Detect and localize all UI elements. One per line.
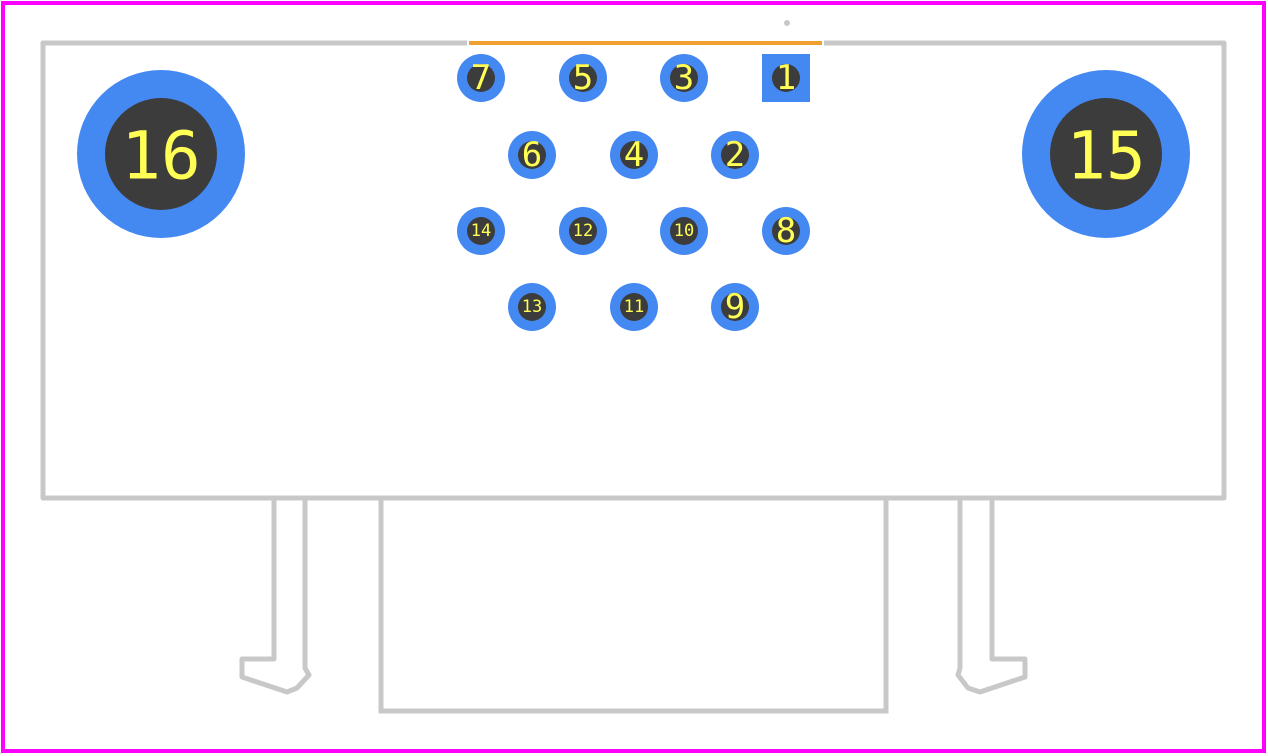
pad-7-label: 7 [471, 58, 491, 98]
pad-group: 1 3 5 7 2 4 [77, 54, 1190, 331]
pad-10-label: 10 [674, 221, 694, 241]
pad-9[interactable]: 9 [711, 283, 759, 331]
pad-8-label: 8 [776, 211, 796, 251]
silkscreen-body [40, 40, 1227, 501]
pad-14-drill [467, 217, 495, 245]
pad-2-label: 2 [725, 135, 745, 175]
pad-7-drill [467, 64, 495, 92]
pad-15[interactable]: 15 [1022, 70, 1190, 238]
pin1-dot [784, 20, 790, 26]
pad-12[interactable]: 12 [559, 207, 607, 255]
pad-3-label: 3 [674, 58, 694, 98]
pad-1[interactable]: 1 [762, 54, 810, 102]
pad-5-label: 5 [573, 58, 593, 98]
pad-15-drill [1050, 98, 1162, 210]
pad-1-label: 1 [776, 58, 796, 98]
pad-11-drill [620, 293, 648, 321]
pad-10-drill [670, 217, 698, 245]
body-outline-left [40, 40, 1227, 501]
pad-4[interactable]: 4 [610, 131, 658, 179]
pad-11-label: 11 [624, 297, 644, 317]
pad-13[interactable]: 13 [508, 283, 556, 331]
pad-9-drill [721, 293, 749, 321]
connector-shell [378, 500, 889, 714]
pad-3-drill [670, 64, 698, 92]
pad-2-drill [721, 141, 749, 169]
pad-11[interactable]: 11 [610, 283, 658, 331]
pad-16-label: 16 [121, 118, 200, 195]
pad-5[interactable]: 5 [559, 54, 607, 102]
pad-13-drill [518, 293, 546, 321]
pad-5-drill [569, 64, 597, 92]
pad-7[interactable]: 7 [457, 54, 505, 102]
pad-14-label: 14 [471, 221, 491, 241]
pad-8-drill [772, 217, 800, 245]
pad-8[interactable]: 8 [762, 207, 810, 255]
pad-13-label: 13 [522, 297, 542, 317]
pad-1-drill [772, 64, 800, 92]
pad-16-drill [105, 98, 217, 210]
pad-15-label: 15 [1066, 118, 1145, 195]
pad-10[interactable]: 10 [660, 207, 708, 255]
pad-2[interactable]: 2 [711, 131, 759, 179]
pad-12-drill [569, 217, 597, 245]
left-board-lock [239, 500, 312, 695]
pad-16[interactable]: 16 [77, 70, 245, 238]
pad-4-drill [620, 141, 648, 169]
right-board-lock [955, 500, 1028, 695]
pad-3[interactable]: 3 [660, 54, 708, 102]
pad-12-label: 12 [573, 221, 593, 241]
pad-6-label: 6 [522, 135, 542, 175]
pad-14[interactable]: 14 [457, 207, 505, 255]
pad-9-label: 9 [725, 287, 745, 327]
pad-4-label: 4 [624, 135, 644, 175]
pad-6[interactable]: 6 [508, 131, 556, 179]
pad-6-drill [518, 141, 546, 169]
